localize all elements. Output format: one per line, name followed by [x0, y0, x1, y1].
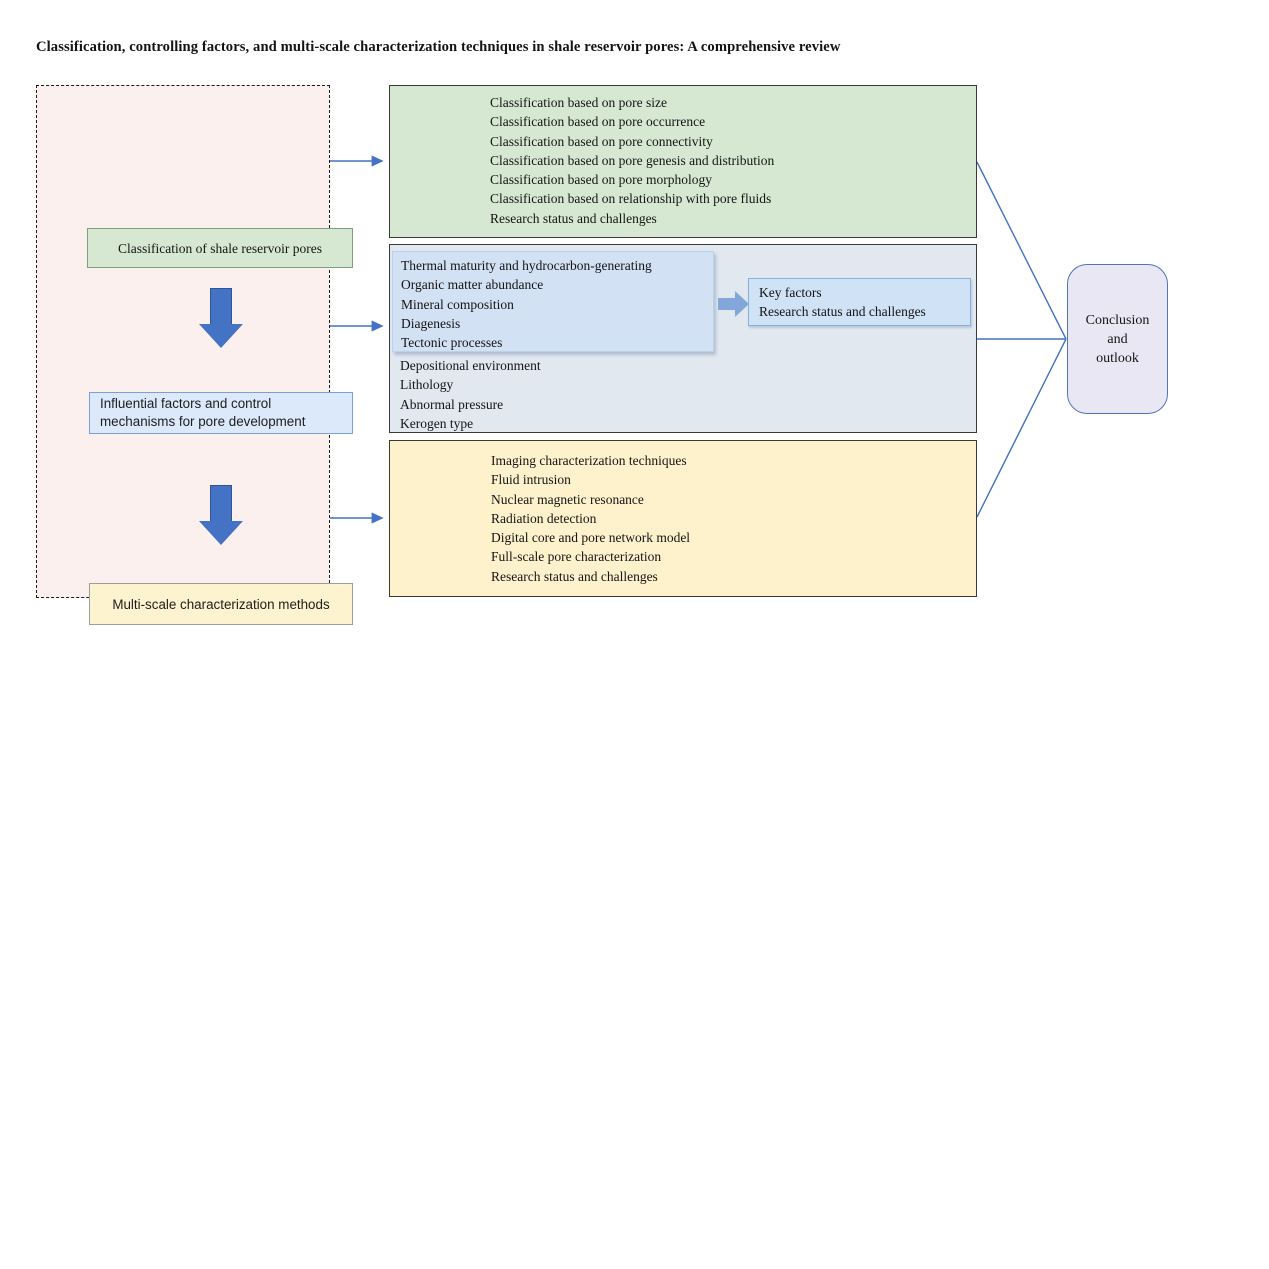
conclusion-line: and — [1107, 331, 1128, 347]
conclusion-line: Conclusion — [1085, 312, 1150, 328]
conclusion-box: Conclusion and outlook — [1067, 264, 1168, 414]
callout-line: Research status and challenges — [759, 304, 926, 320]
other-factor-item: Depositional environment — [400, 358, 541, 373]
key-factors-callout: Key factors Research status and challeng… — [748, 278, 971, 326]
converging-lines-to-conclusion — [976, 161, 1067, 518]
key-factor-item: Organic matter abundance — [401, 277, 544, 293]
key-factor-item: Mineral composition — [401, 296, 514, 312]
right-arrow-icon — [718, 291, 749, 317]
method-item: Full-scale pore characterization — [491, 549, 662, 565]
key-factor-item: Diagenesis — [401, 315, 461, 331]
left-box-methods: Multi-scale characterization methods — [89, 583, 353, 625]
other-factor-item: Kerogen type — [400, 415, 474, 431]
method-item: Radiation detection — [491, 510, 597, 526]
key-factors-list: Thermal maturity and hydrocarbon-generat… — [392, 251, 714, 352]
other-factor-item: Abnormal pressure — [400, 396, 504, 412]
left-box-methods-label: Multi-scale characterization methods — [112, 596, 330, 612]
left-box-classification-label: Classification of shale reservoir pores — [118, 240, 322, 256]
conclusion-line: outlook — [1096, 350, 1139, 366]
method-item: Nuclear magnetic resonance — [491, 491, 644, 507]
methods-box: Imaging characterization techniques Flui… — [389, 440, 977, 597]
left-panel: Classification of shale reservoir pores … — [36, 85, 353, 625]
left-box-factors: Influential factors and control mechanis… — [89, 392, 353, 434]
method-item: Research status and challenges — [491, 568, 658, 584]
classification-item: Classification based on pore morphology — [490, 172, 712, 188]
method-item: Fluid intrusion — [491, 472, 571, 488]
left-box-classification: Classification of shale reservoir pores — [87, 228, 353, 268]
down-arrow-icon — [199, 485, 243, 545]
left-box-factors-label: Influential factors and control mechanis… — [100, 396, 306, 429]
classification-item: Research status and challenges — [490, 210, 657, 226]
method-item: Imaging characterization techniques — [491, 453, 687, 468]
classification-item: Classification based on relationship wit… — [490, 191, 772, 207]
down-arrow-icon — [199, 288, 243, 348]
method-item: Digital core and pore network model — [491, 530, 691, 546]
classification-item: Classification based on pore genesis and… — [490, 152, 775, 168]
page-title: Classification, controlling factors, and… — [36, 39, 841, 55]
classification-box: Classification based on pore size Classi… — [389, 85, 977, 238]
key-factor-item: Tectonic processes — [401, 335, 503, 351]
factors-box: Thermal maturity and hydrocarbon-generat… — [389, 244, 977, 433]
callout-line: Key factors — [759, 285, 822, 300]
other-factors-list: Depositional environment Lithology Abnor… — [400, 356, 541, 433]
classification-item: Classification based on pore occurrence — [490, 114, 706, 130]
key-factor-item: Thermal maturity and hydrocarbon-generat… — [401, 258, 652, 273]
other-factor-item: Lithology — [400, 377, 454, 393]
classification-item: Classification based on pore connectivit… — [490, 133, 713, 149]
classification-item: Classification based on pore size — [490, 95, 667, 110]
